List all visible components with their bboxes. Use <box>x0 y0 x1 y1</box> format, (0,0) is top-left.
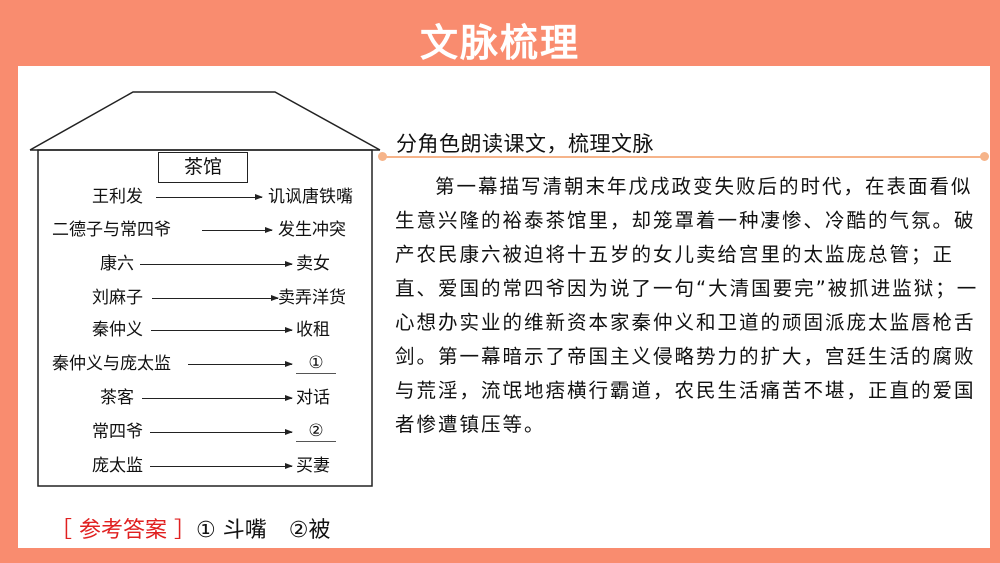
row-left-label: 康六 <box>100 254 134 274</box>
arrow <box>156 194 263 200</box>
content-panel <box>18 66 990 548</box>
arrow <box>140 261 293 267</box>
row-left-label: 二德子与常四爷 <box>52 220 171 240</box>
section-subtitle: 分角色朗读课文，梳理文脉 <box>396 132 654 156</box>
row-right-label: 对话 <box>296 388 330 408</box>
answer-text: ① 斗嘴 ②被 <box>196 518 331 543</box>
row-left-label: 茶客 <box>100 388 134 408</box>
arrow <box>151 327 293 333</box>
blank-answer-2: ② <box>296 421 336 442</box>
divider <box>382 156 985 158</box>
row-left-label: 秦仲义与庞太监 <box>52 354 171 374</box>
divider-dot <box>980 152 989 161</box>
blank-answer-1: ① <box>296 353 336 374</box>
row-right-label: 收租 <box>296 320 330 340</box>
row-right-label: 发生冲突 <box>278 220 346 240</box>
arrow <box>202 227 273 233</box>
arrow <box>188 361 293 367</box>
arrow <box>150 429 293 435</box>
summary-paragraph: 第一幕描写清朝末年戊戌政变失败后的时代，在表面看似生意兴隆的裕泰茶馆里，却笼罩着… <box>395 175 979 436</box>
row-left-label: 刘麻子 <box>92 288 143 308</box>
row-right-label: 讥讽唐铁嘴 <box>268 187 353 207</box>
answer-label: ［ 参考答案 ］ <box>50 518 196 543</box>
row-left-label: 庞太监 <box>92 456 143 476</box>
teahouse-sign: 茶馆 <box>158 152 248 183</box>
row-right-label: 买妻 <box>296 456 330 476</box>
arrow <box>150 463 293 469</box>
row-left-label: 王利发 <box>92 187 143 207</box>
row-left-label: 秦仲义 <box>92 320 143 340</box>
page-title: 文脉梳理 <box>419 21 580 65</box>
reference-answer: ［ 参考答案 ］① 斗嘴 ②被 <box>50 512 330 544</box>
divider-dot <box>378 152 387 161</box>
row-left-label: 常四爷 <box>92 422 143 442</box>
row-right-label: 卖弄洋货 <box>278 288 346 308</box>
arrow <box>142 395 293 401</box>
row-right-label: 卖女 <box>296 254 330 274</box>
arrow <box>152 295 279 301</box>
